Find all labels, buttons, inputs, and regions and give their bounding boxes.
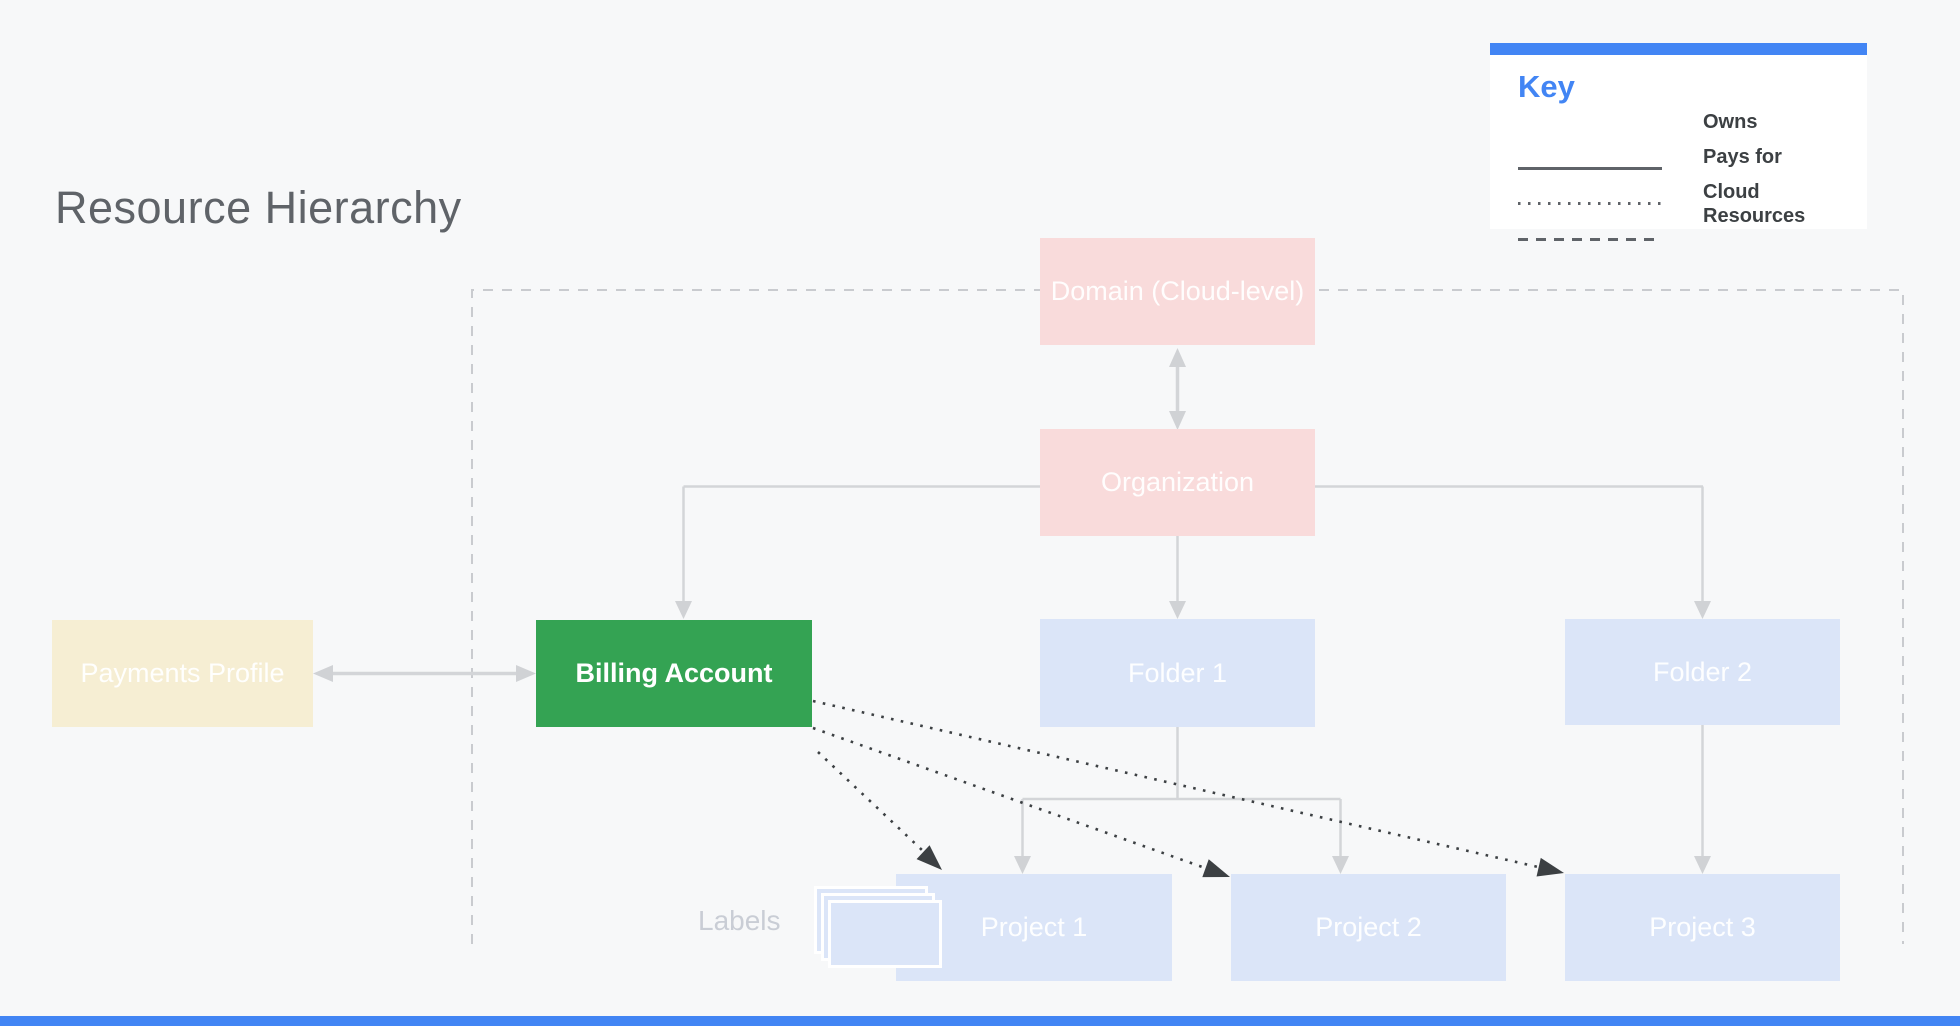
key-label-cloud-resources: Cloud Resources bbox=[1703, 181, 1806, 227]
edge-billing-project3 bbox=[812, 699, 1539, 869]
node-organization: Organization bbox=[1040, 429, 1315, 536]
label-card-front bbox=[828, 900, 942, 968]
edge-billing-project1 bbox=[817, 751, 923, 851]
key-label-pays-for: Pays for bbox=[1703, 146, 1782, 168]
key-label-owns: Owns bbox=[1703, 111, 1758, 133]
node-payments-profile: Payments Profile bbox=[52, 620, 313, 727]
key-title: Key bbox=[1518, 69, 1575, 104]
labels-stacked-cards-icon bbox=[814, 886, 954, 970]
key-accent-bar bbox=[1490, 43, 1867, 55]
node-folder-1: Folder 1 bbox=[1040, 619, 1315, 727]
cloud-boundary-dashed bbox=[471, 289, 1904, 944]
node-project-3: Project 3 bbox=[1565, 874, 1840, 981]
node-domain: Domain (Cloud-level) bbox=[1040, 238, 1315, 345]
node-project-1: Project 1 bbox=[896, 874, 1172, 981]
node-folder-2: Folder 2 bbox=[1565, 619, 1840, 725]
key-legend: Key Owns Pays for Cloud Resources bbox=[1490, 43, 1867, 241]
pays-for-edges bbox=[812, 699, 1539, 870]
labels-caption: Labels bbox=[698, 905, 781, 936]
pays-for-arrowheads bbox=[916, 845, 1564, 878]
cloud-resources-line-sample bbox=[1518, 238, 1662, 241]
footer-accent-bar bbox=[0, 1016, 1960, 1026]
owns-line-sample bbox=[1518, 167, 1662, 170]
node-billing-account: Billing Account bbox=[536, 620, 812, 727]
node-project-2: Project 2 bbox=[1231, 874, 1506, 981]
page-title: Resource Hierarchy bbox=[55, 182, 462, 233]
pays-for-line-sample bbox=[1518, 202, 1662, 205]
owns-arrowheads bbox=[313, 348, 1711, 874]
